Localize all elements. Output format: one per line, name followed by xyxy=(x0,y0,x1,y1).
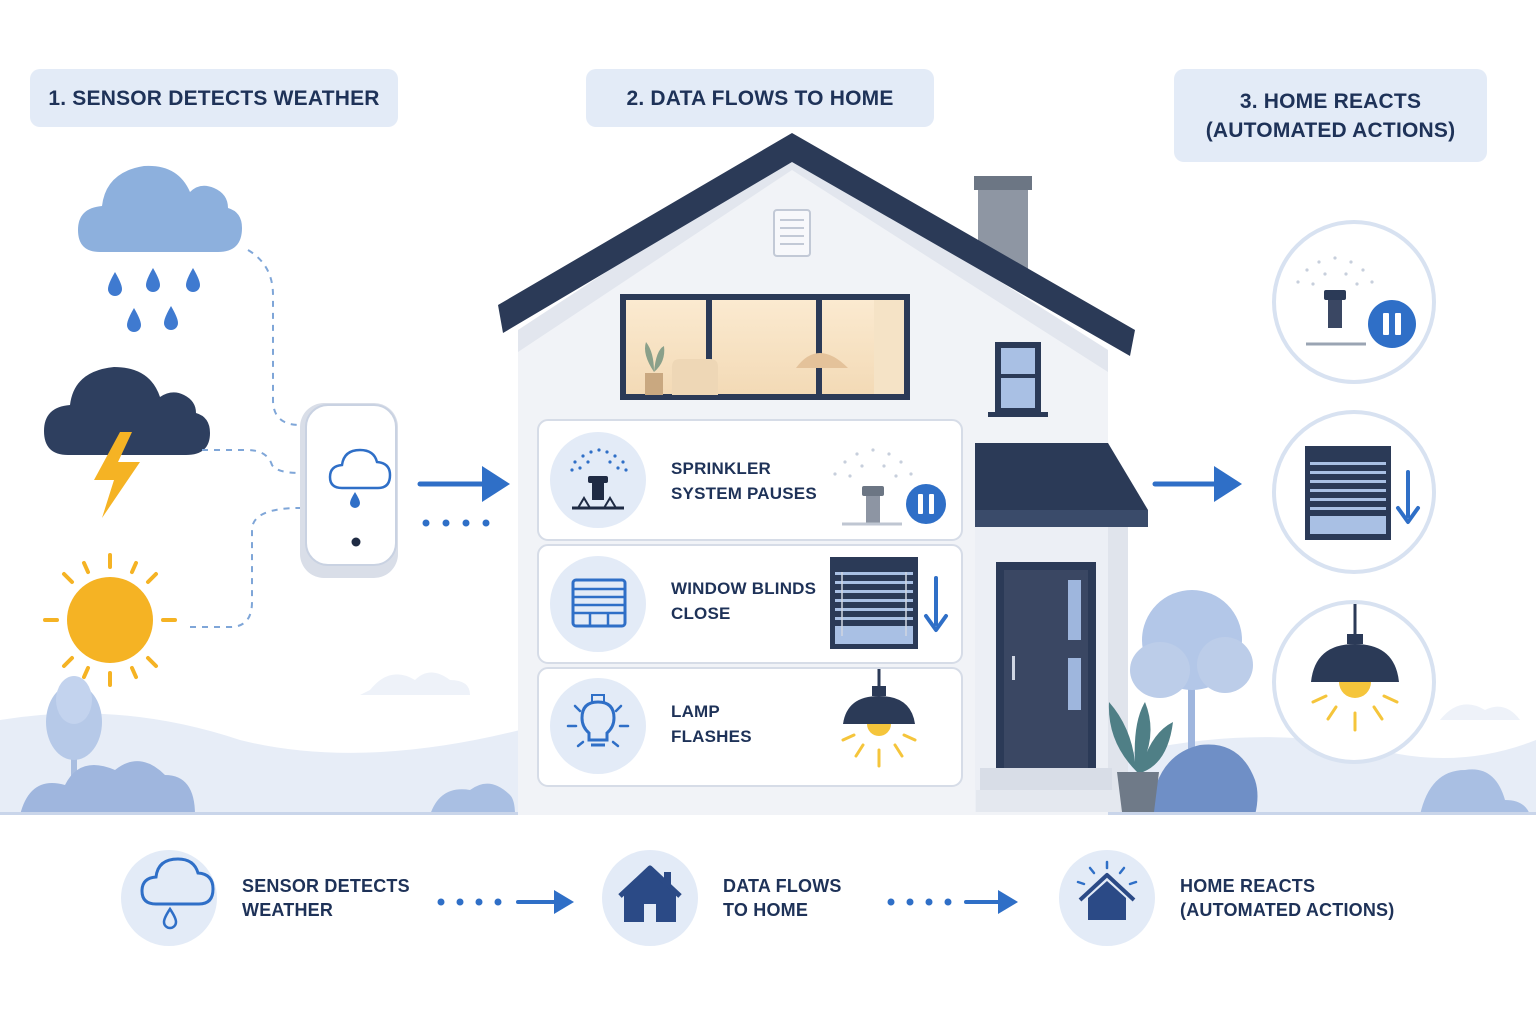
step-2-title-text: 2. DATA FLOWS TO HOME xyxy=(626,86,894,110)
action-label-blinds: WINDOW BLINDS CLOSE xyxy=(671,576,816,626)
action-label-line: LAMP xyxy=(671,702,720,721)
sensor-connectors xyxy=(190,249,301,628)
step-3-title-line1: 3. HOME REACTS xyxy=(1239,89,1422,113)
storm-cloud-icon xyxy=(44,367,210,518)
reaction-blinds-closed xyxy=(1272,410,1436,574)
sprinkler-icon xyxy=(570,448,628,510)
weather-sensor-device xyxy=(300,403,398,578)
reaction-sprinkler-paused xyxy=(1272,220,1436,384)
blinds-illustration xyxy=(830,557,918,649)
small-side-window xyxy=(988,342,1048,417)
summary-arrow-2 xyxy=(887,890,1018,914)
cloud-rain-icon xyxy=(140,857,215,930)
summary-label-line: SENSOR DETECTS xyxy=(242,876,410,896)
light-bulb-icon xyxy=(566,694,630,748)
potted-plant xyxy=(1108,702,1173,812)
sun-icon xyxy=(43,553,177,687)
down-arrow-icon xyxy=(924,576,948,632)
action-label-line: CLOSE xyxy=(671,604,731,623)
flow-arrow-sensor-to-house xyxy=(417,466,510,527)
action-label-line: SYSTEM PAUSES xyxy=(671,484,817,503)
action-label-lamp: LAMP FLASHES xyxy=(671,699,752,749)
porch xyxy=(975,443,1148,812)
action-label-line: WINDOW BLINDS xyxy=(671,579,817,598)
attic-vent xyxy=(773,209,811,257)
summary-label-data: DATA FLOWS TO HOME xyxy=(723,874,842,922)
step-1-title-text: 1. SENSOR DETECTS WEATHER xyxy=(48,86,380,110)
summary-arrow-1 xyxy=(437,890,574,914)
sprinkler-illustration xyxy=(833,448,913,526)
summary-label-line: TO HOME xyxy=(723,900,809,920)
step-1-title: 1. SENSOR DETECTS WEATHER xyxy=(30,69,398,127)
summary-label-sensor: SENSOR DETECTS WEATHER xyxy=(242,874,410,922)
summary-label-home: HOME REACTS (AUTOMATED ACTIONS) xyxy=(1180,874,1394,922)
reaction-lamp-flashing xyxy=(1272,600,1436,764)
home-icon xyxy=(618,865,682,922)
rain-cloud-icon xyxy=(78,165,242,332)
summary-label-line: DATA FLOWS xyxy=(723,876,842,896)
smart-home-icon xyxy=(1076,860,1138,920)
step-3-title: 3. HOME REACTS (AUTOMATED ACTIONS) xyxy=(1174,69,1487,162)
hanging-lamp-icon xyxy=(841,669,917,768)
blinds-icon xyxy=(571,578,627,628)
summary-label-line: (AUTOMATED ACTIONS) xyxy=(1180,900,1395,920)
summary-label-line: WEATHER xyxy=(242,900,334,920)
step-2-title: 2. DATA FLOWS TO HOME xyxy=(586,69,934,127)
upper-window xyxy=(620,294,910,400)
step-3-title-line2: (AUTOMATED ACTIONS) xyxy=(1205,118,1456,142)
action-label-line: SPRINKLER xyxy=(671,459,772,478)
pause-icon xyxy=(906,484,946,524)
action-label-sprinkler: SPRINKLER SYSTEM PAUSES xyxy=(671,456,817,506)
background-landscape xyxy=(0,590,1536,1024)
flow-arrow-house-to-actions xyxy=(1152,466,1242,502)
action-label-line: FLASHES xyxy=(671,727,752,746)
summary-label-line: HOME REACTS xyxy=(1180,876,1316,896)
tree-right xyxy=(1130,590,1253,810)
